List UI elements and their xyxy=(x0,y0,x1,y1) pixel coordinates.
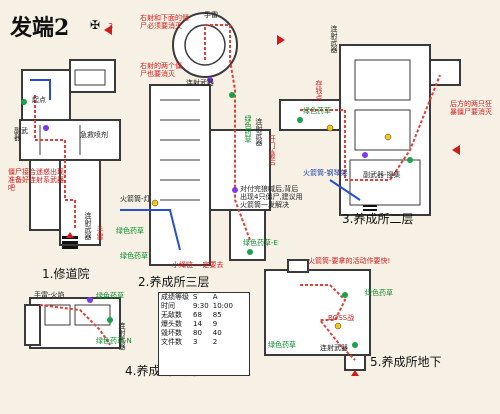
score-row: 文件数 3 2 xyxy=(159,338,235,347)
score-cell: 85 xyxy=(212,311,222,319)
score-cell: 时间 xyxy=(161,302,175,310)
score-row: 毁坏数 80 40 xyxy=(159,329,235,338)
note-top2: 右射的两个僵尸也要消灭 xyxy=(140,62,182,78)
score-table: 成绩等级 S A 时间 9:30 10:00 无敌数 68 85 爆头数 14 … xyxy=(158,292,250,376)
note-mid: 对付完狼喊后,背后出现4只僵尸,建议用火箭筒一发解决 xyxy=(240,185,303,209)
label-rapid-b: 连射武器 xyxy=(186,79,214,87)
floor4-rooms xyxy=(44,304,111,326)
label-subweapon: 副武器 xyxy=(14,127,28,142)
label-subweapon-b: 副武器-搜集 xyxy=(363,171,401,179)
score-cell: 9:30 xyxy=(193,302,209,310)
note-left: 僵尸接合迷惑出现,准备好连射系武器吧 xyxy=(8,168,67,192)
score-cell: 毁坏数 xyxy=(161,329,182,337)
label-grenade-top: 手雷 xyxy=(204,11,218,19)
floor-label-1: 1.修道院 xyxy=(42,267,90,281)
score-cell: 10:00 xyxy=(212,302,233,310)
note-boss: 后方的两只狂暴僵尸要消灭 xyxy=(450,100,492,116)
score-cell: 80 xyxy=(193,329,202,337)
floor2-route xyxy=(204,24,251,241)
score-header-cell: A xyxy=(212,293,218,301)
label-herb-a: 绿色药草 xyxy=(244,115,252,143)
floor3-walls xyxy=(279,44,461,216)
score-cell: 68 xyxy=(193,311,202,319)
score-row: 爆头数 14 9 xyxy=(159,320,235,329)
score-row: 无敌数 68 85 xyxy=(159,311,235,320)
label-herb-e: 绿色药草-E xyxy=(243,239,278,247)
score-cell: 2 xyxy=(212,338,218,346)
label-rapid-a: 连射武器 xyxy=(84,212,92,240)
floor-label-5: 5.养成所地下 xyxy=(370,355,442,369)
markers-purple xyxy=(43,77,368,303)
label-rocket-a: 火箭筒-灯 xyxy=(120,195,151,203)
label-must-go: 小绳链-一定要去 xyxy=(172,261,224,269)
note-top1: 右射和下面的僵尸必须要消灭 xyxy=(140,14,189,30)
score-header-cell: S xyxy=(193,293,198,301)
score-cell: 9 xyxy=(212,320,218,328)
page-title: 发端2 xyxy=(10,15,70,41)
save-count-icon: ✠ xyxy=(90,18,101,32)
label-herb-b: 绿色药草 xyxy=(303,107,331,115)
label-herb-g: 绿色药草 xyxy=(365,289,393,297)
label-herb-d: 绿色药草 xyxy=(120,252,148,260)
label-herb-n: 绿色药草-N xyxy=(96,337,132,345)
floor-label-2: 2.养成所三层 xyxy=(138,275,210,289)
floor3-rooms xyxy=(349,59,421,206)
label-herb-h: 绿色药草 xyxy=(268,341,296,349)
label-rocket-vert: 手雷 xyxy=(96,226,104,240)
label-rapid-d: 连射武器 xyxy=(330,25,338,53)
label-boss: BOSS战 xyxy=(328,314,355,322)
score-cell: 3 xyxy=(193,338,198,346)
floor2-walls xyxy=(149,12,271,266)
label-herb-c: 绿色药草 xyxy=(116,227,144,235)
save-count: 3 xyxy=(108,22,114,31)
floor1-route xyxy=(34,95,76,230)
label-rapid-c: 连射武器 xyxy=(255,118,263,146)
label-door: 开门-最后 xyxy=(268,135,276,166)
score-cell: 文件数 xyxy=(161,338,182,346)
label-rocket-c: 火箭筒-钢琴架 xyxy=(303,169,348,177)
label-save: 存钱点 xyxy=(315,80,323,101)
floor1-walls xyxy=(19,59,121,246)
score-cell: 14 xyxy=(193,320,202,328)
floor1-interior xyxy=(39,69,106,155)
red-arrows xyxy=(66,25,460,376)
note-floor5: 火箭筒-要拿的活动作要快! xyxy=(308,257,391,265)
score-cell: 40 xyxy=(212,329,222,337)
floor3-stairs xyxy=(363,205,377,211)
label-rapid-wujin: 连射武器 xyxy=(320,344,348,352)
score-cell: 爆头数 xyxy=(161,320,182,328)
label-spray: 急救喷剂 xyxy=(80,131,108,139)
floor3-route xyxy=(300,74,441,181)
label-start: 起点 xyxy=(32,96,46,104)
floor-label-3: 3.养成所二层 xyxy=(342,212,414,226)
floor4-route xyxy=(39,304,111,346)
markers-green xyxy=(21,92,413,348)
floor5-route xyxy=(300,284,356,361)
score-header: 成绩等级 S A xyxy=(159,293,235,302)
floor5-walls xyxy=(264,259,371,371)
score-header-cell: 成绩等级 xyxy=(161,293,189,301)
label-herb-f: 绿色药草 xyxy=(96,292,124,300)
label-rapid-e: 连射武器 xyxy=(118,322,126,350)
floor2-rooms xyxy=(160,99,200,201)
score-row: 时间 9:30 10:00 xyxy=(159,302,235,311)
score-cell: 无敌数 xyxy=(161,311,182,319)
label-grenade-fire: 手雷-火焰 xyxy=(34,291,65,299)
markers-yellow xyxy=(151,124,392,330)
